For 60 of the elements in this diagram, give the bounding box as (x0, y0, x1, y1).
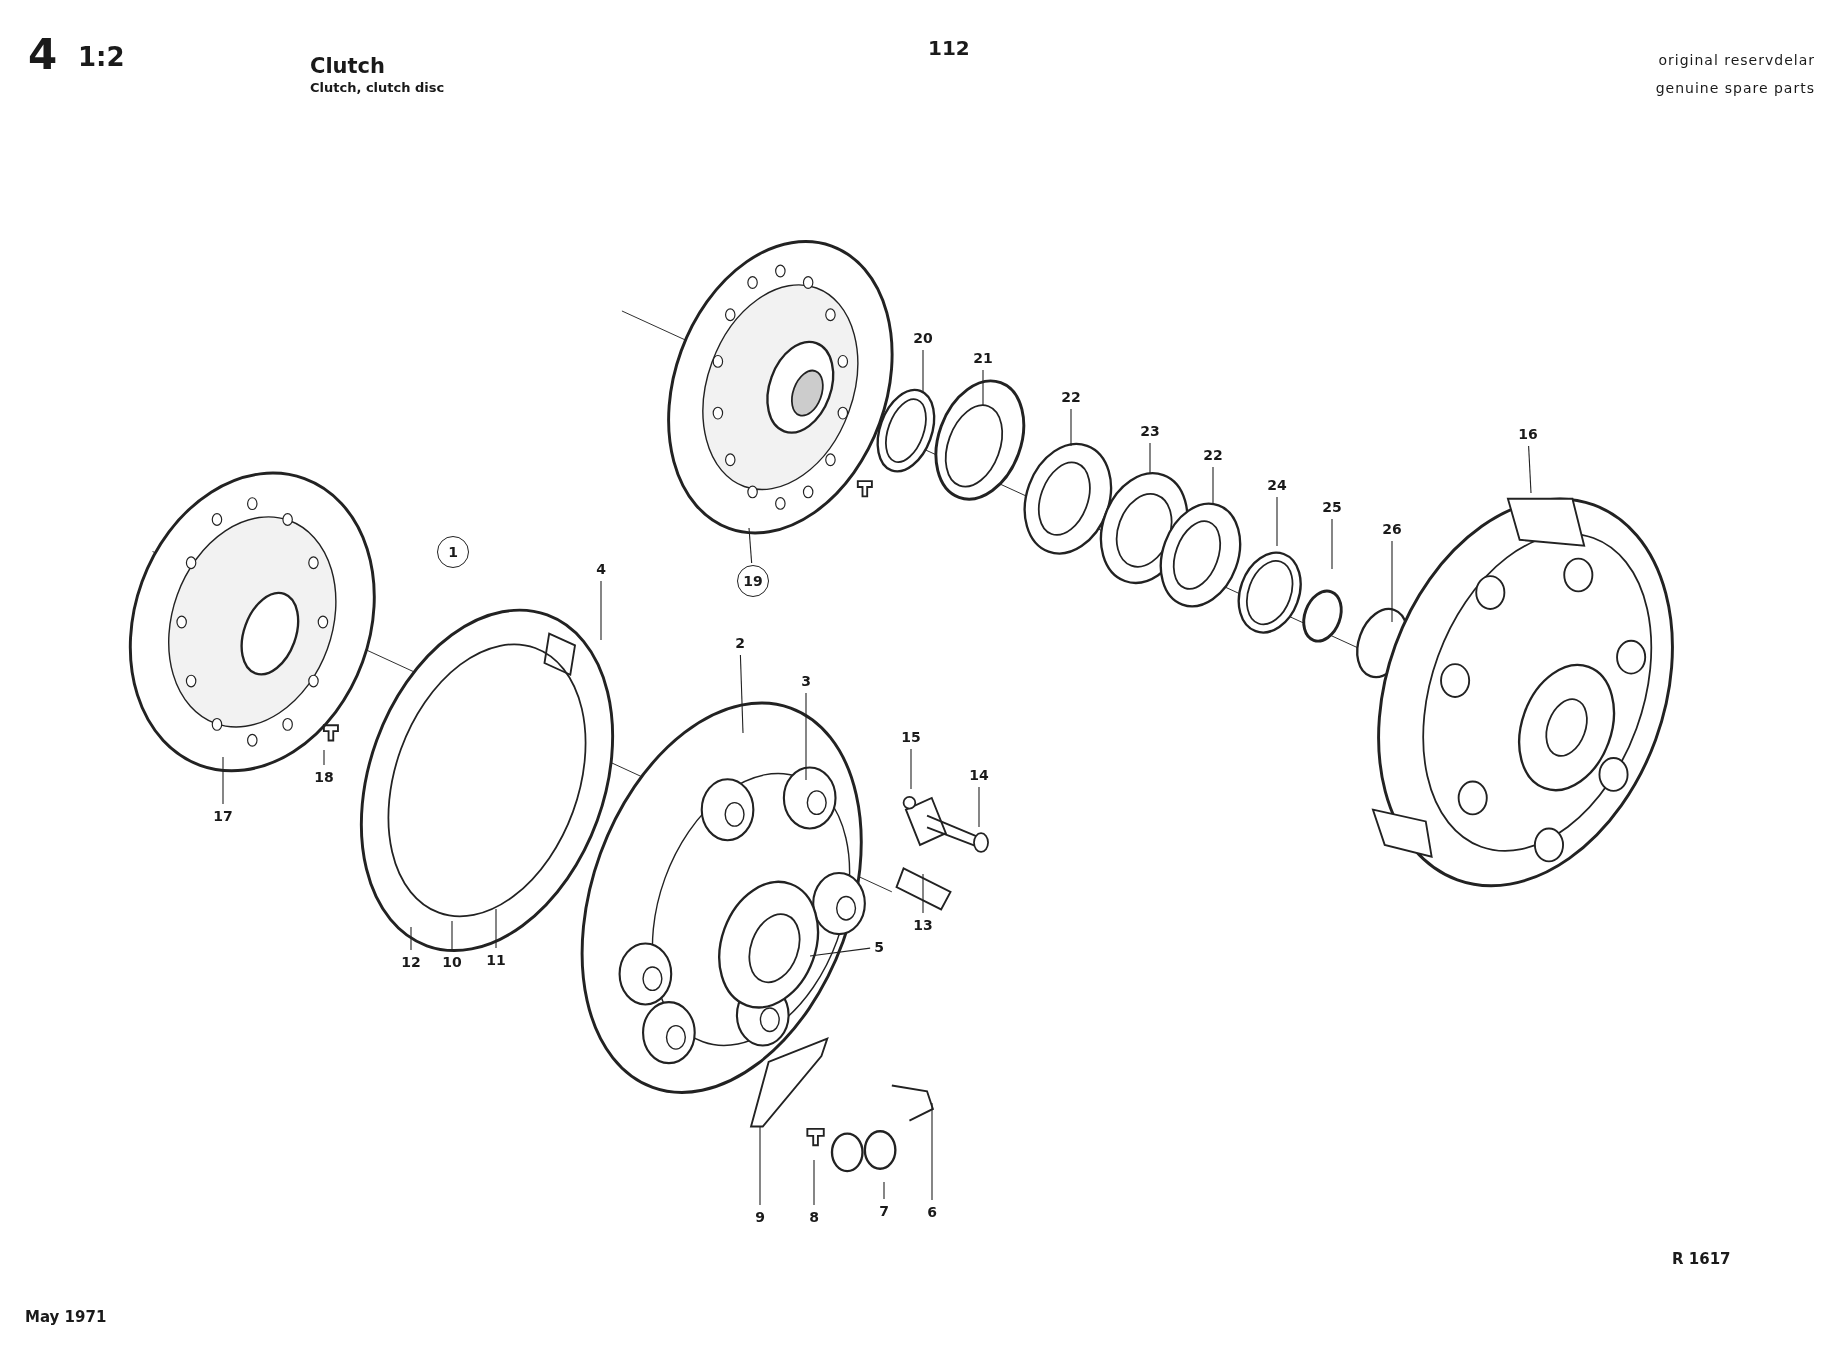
callout-number: 10 (440, 952, 464, 972)
leader-line (982, 369, 984, 406)
callout-number: 5 (872, 937, 886, 957)
leader-line (1276, 496, 1278, 547)
callout-number: 13 (911, 915, 935, 935)
callout-number: 6 (925, 1202, 939, 1222)
leader-line (931, 1102, 933, 1201)
callout-number: 22 (1201, 445, 1225, 465)
leader-line (922, 349, 924, 394)
leader-line (910, 748, 912, 790)
reference-number: R 1617 (1672, 1250, 1731, 1268)
callout-number: 23 (1138, 421, 1162, 441)
leader-line (451, 920, 453, 951)
callout-number: 8 (807, 1207, 821, 1227)
callout-number: 25 (1320, 497, 1344, 517)
callout-number: 15 (899, 727, 923, 747)
leader-line (883, 1181, 885, 1200)
callout-number: 9 (753, 1207, 767, 1227)
leader-line (739, 654, 744, 734)
callout-number: 21 (971, 348, 995, 368)
leader-line (809, 947, 871, 957)
title: Clutch (310, 54, 385, 78)
callout-number: 24 (1265, 475, 1289, 495)
callout-number: 17 (211, 806, 235, 826)
callout-number: 4 (594, 559, 608, 579)
leader-line (1149, 442, 1151, 474)
header-note: genuine spare parts (1655, 80, 1815, 96)
leader-line (922, 873, 924, 914)
leader-line (495, 908, 497, 949)
leader-line (978, 786, 980, 828)
leader-line (222, 756, 224, 805)
callout-number: 11 (484, 950, 508, 970)
callout-number: 3 (799, 671, 813, 691)
subtitle: Clutch, clutch disc (310, 80, 445, 95)
leader-line (600, 580, 602, 641)
leader-line (1331, 518, 1333, 570)
page-number: 112 (928, 36, 970, 60)
leader-line (410, 926, 412, 951)
callout-number: 18 (312, 767, 336, 787)
leader-line (813, 1159, 815, 1206)
leader-line (1212, 466, 1214, 506)
header-note: original reservdelar (1658, 52, 1815, 68)
page-number: 4 (28, 30, 58, 79)
callout-number: 16 (1516, 424, 1540, 444)
leader-line (323, 749, 325, 766)
callout-number: 22 (1059, 387, 1083, 407)
leader-line (805, 692, 807, 781)
callout-number: 2 (733, 633, 747, 653)
leader-line (1391, 540, 1393, 623)
callout-number: 20 (911, 328, 935, 348)
leader-line (1070, 408, 1072, 447)
date-label: May 1971 (25, 1308, 107, 1326)
leader-line (1528, 445, 1532, 494)
callout-number: 26 (1380, 519, 1404, 539)
scale-label: 1:2 (78, 42, 125, 72)
leader-line (759, 1126, 761, 1206)
callout-number: 12 (399, 952, 423, 972)
callout-number: 14 (967, 765, 991, 785)
leader-line (748, 527, 753, 564)
callout-number: 7 (877, 1201, 891, 1221)
